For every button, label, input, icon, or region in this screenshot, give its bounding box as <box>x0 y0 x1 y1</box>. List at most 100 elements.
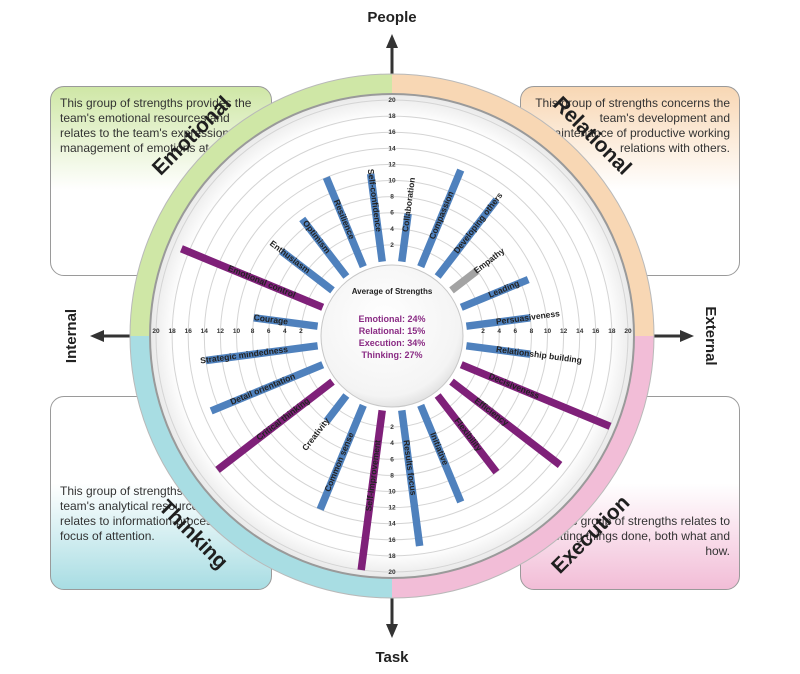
tick-label-top: 2 <box>390 242 394 249</box>
group-description-relational: This group of strengths concerns the tea… <box>535 96 730 155</box>
tick-label-right: 10 <box>544 328 552 335</box>
bar-detail-orientation <box>209 361 325 415</box>
axis-label-left: Internal <box>63 309 80 363</box>
tick-label-bottom: 6 <box>390 456 394 463</box>
center-line: Execution: 34% <box>359 338 426 348</box>
tick-label-left: 12 <box>217 328 225 335</box>
tick-label-top: 4 <box>390 226 394 233</box>
ring-segment-emotional <box>130 74 392 336</box>
grid-circle <box>236 180 548 492</box>
bar-optimism <box>299 216 350 279</box>
axis-label-right: External <box>702 306 719 365</box>
tick-label-right: 12 <box>560 328 568 335</box>
tick-label-left: 14 <box>201 328 209 335</box>
tick-label-top: 8 <box>390 194 394 201</box>
tick-label-right: 20 <box>624 328 632 335</box>
tick-label-bottom: 10 <box>388 489 396 496</box>
bar-strategic-mindedness <box>205 342 319 365</box>
bar-leading <box>459 276 530 311</box>
arrow-up-icon <box>386 34 398 48</box>
bar-empathy <box>449 267 480 294</box>
tick-label-left: 16 <box>185 328 193 335</box>
grid-circle <box>171 115 613 557</box>
bar-relationship-building <box>465 342 531 358</box>
bar-resilience <box>322 176 367 269</box>
tick-label-bottom: 8 <box>390 472 394 479</box>
arrow-right-icon <box>680 330 694 342</box>
grid-circles <box>155 99 629 573</box>
tick-label-right: 16 <box>592 328 600 335</box>
tick-label-bottom: 4 <box>390 440 394 447</box>
tick-label-bottom: 14 <box>388 521 396 528</box>
bar-common-sense <box>316 403 367 511</box>
tick-label-right: 4 <box>497 328 501 335</box>
center-circle <box>320 264 464 408</box>
bars <box>179 168 612 571</box>
arrow-down-icon <box>386 624 398 638</box>
bar-self-confidence <box>366 173 386 263</box>
bar-self-improvement <box>357 409 386 571</box>
center-line: Thinking: 27% <box>361 350 422 360</box>
center-line: Emotional: 24% <box>358 314 425 324</box>
bar-decisiveness <box>459 361 612 430</box>
group-description-emotional: This group of strengths provides the tea… <box>60 96 253 155</box>
tick-label-right: 8 <box>530 328 534 335</box>
tick-labels: 2 2 2 2 4 4 4 4 6 6 6 6 8 8 8 8 10 10 10 10 12 12 12 12 14 14 14 14… <box>152 97 632 576</box>
grid-circle <box>300 244 484 428</box>
tick-label-bottom: 16 <box>388 537 396 544</box>
grid-circle <box>268 212 516 460</box>
tick-label-left: 10 <box>233 328 241 335</box>
tick-label-top: 6 <box>390 210 394 217</box>
tick-label-right: 14 <box>576 328 584 335</box>
bar-initiative <box>417 403 465 504</box>
bar-persuasiveness <box>465 314 531 330</box>
center-title: Average of Strengths <box>352 287 433 296</box>
tick-label-left: 8 <box>251 328 255 335</box>
tick-label-right: 18 <box>608 328 616 335</box>
tick-label-bottom: 18 <box>388 553 396 560</box>
tick-label-left: 2 <box>299 328 303 335</box>
category-label: Courage <box>253 312 289 326</box>
tick-label-bottom: 20 <box>388 569 396 576</box>
tick-label-top: 10 <box>388 178 396 185</box>
bar-enthusiasm <box>279 248 335 294</box>
axis-label-bottom: Task <box>375 649 409 666</box>
tick-label-left: 20 <box>152 328 160 335</box>
bar-critical-thinking <box>215 378 335 473</box>
bar-efficiency <box>449 378 563 468</box>
bar-courage <box>253 314 319 330</box>
ring-outer-edge <box>129 73 655 599</box>
bar-flexibility <box>434 393 500 475</box>
tick-label-top: 16 <box>388 129 396 136</box>
bar-emotional-control <box>179 245 325 311</box>
center-line: Relational: 15% <box>359 326 426 336</box>
grid-circle <box>284 228 500 444</box>
tick-label-top: 20 <box>388 97 396 104</box>
ring-segment-execution <box>392 336 654 598</box>
tick-label-right: 2 <box>481 328 485 335</box>
tick-label-right: 6 <box>513 328 517 335</box>
bar-collaboration <box>398 213 412 263</box>
tick-label-left: 18 <box>168 328 176 335</box>
tick-label-left: 4 <box>283 328 287 335</box>
arrow-left-icon <box>90 330 104 342</box>
ring-segment-thinking <box>130 336 392 598</box>
tick-label-bottom: 12 <box>388 505 396 512</box>
ring-segment-relational <box>392 74 654 336</box>
grid-circle <box>219 163 565 509</box>
grid-circle <box>203 147 581 525</box>
bar-developing-others <box>434 197 500 279</box>
tick-label-left: 6 <box>267 328 271 335</box>
tick-label-top: 18 <box>388 113 396 120</box>
tick-label-bottom: 2 <box>390 424 394 431</box>
grid-circle <box>187 131 597 541</box>
group-description-execution: This group of strengths relates to getti… <box>546 514 730 558</box>
bar-compassion <box>417 168 465 269</box>
tick-label-top: 12 <box>388 161 396 168</box>
axis-label-top: People <box>367 9 416 26</box>
grid-circle <box>252 196 532 476</box>
grid-circle <box>155 99 629 573</box>
tick-label-top: 14 <box>388 145 396 152</box>
